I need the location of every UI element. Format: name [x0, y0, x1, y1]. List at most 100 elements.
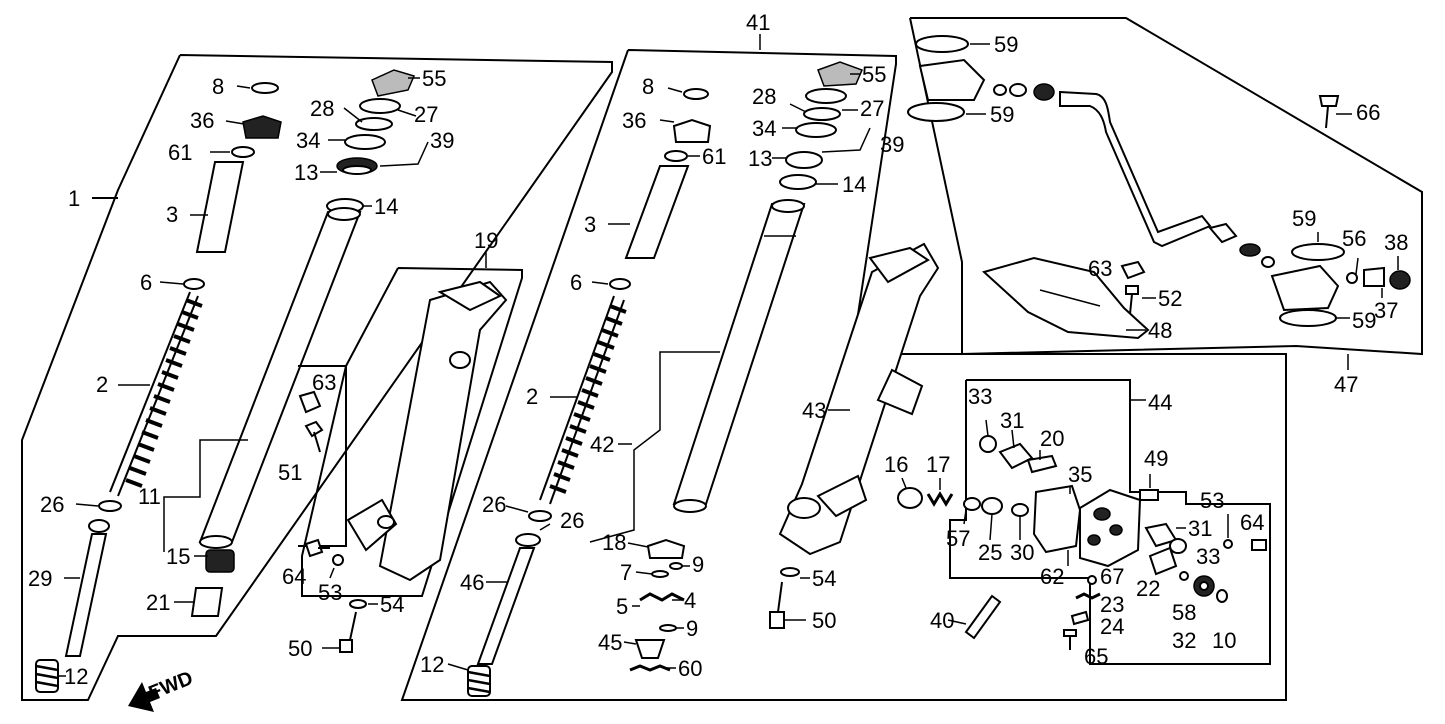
callout-8-r: 8: [642, 74, 654, 99]
callout-11: 11: [138, 484, 161, 509]
part-46-damper-rod: [476, 547, 536, 665]
part-22-plunger: [1148, 546, 1178, 576]
callout-23: 23: [1100, 592, 1124, 617]
callout-53: 53: [318, 580, 342, 605]
callout-9-2: 9: [686, 616, 698, 641]
callout-1: 1: [68, 186, 80, 211]
part-64-bolt-r: [1251, 539, 1267, 551]
part-26-bushing-r1: [528, 510, 552, 522]
part-44-valve-body: [1079, 488, 1142, 568]
callout-14: 14: [374, 194, 398, 219]
callout-37: 37: [1374, 298, 1398, 323]
callout-47: 47: [1334, 372, 1358, 397]
callout-59-3: 59: [1292, 206, 1316, 231]
valve-boundary: [949, 379, 1271, 665]
part-63-cap: [298, 390, 322, 414]
callout-3-r: 3: [584, 212, 596, 237]
callout-13: 13: [294, 160, 318, 185]
part-13-oil-seal-r: [785, 151, 823, 169]
callout-28-r: 28: [752, 84, 776, 109]
callout-9: 9: [692, 552, 704, 577]
callout-4: 4: [684, 588, 696, 613]
callout-19: 19: [474, 228, 498, 253]
oil-pipe: [1059, 90, 1212, 248]
part-61-oring: [231, 146, 255, 158]
callout-46: 46: [460, 570, 484, 595]
callout-29: 29: [28, 566, 52, 591]
part-25-seat: [981, 497, 1003, 515]
part-26-bushing-r2: [515, 533, 541, 547]
part-33-ring: [979, 435, 997, 453]
callout-35: 35: [1068, 462, 1092, 487]
callout-50-r: 50: [812, 608, 836, 633]
part-4-spring: [639, 592, 685, 602]
callout-50: 50: [288, 636, 312, 661]
callout-38: 38: [1384, 230, 1408, 255]
part-3-spacer: [195, 161, 245, 253]
callout-63: 63: [312, 370, 336, 395]
part-16-cap: [897, 487, 923, 509]
part-53-ball: [332, 554, 344, 566]
oil-line-boundary: [909, 17, 1423, 356]
part-upper-joint: [918, 58, 986, 101]
callout-14-r: 14: [842, 172, 866, 197]
part-12-rebound-spring: [35, 659, 59, 693]
callout-24: 24: [1100, 614, 1124, 639]
part-58-ball: [1179, 571, 1189, 581]
callout-labels: 1 8 36 61 3 6 2 26 29 12 55 28 27 34 39 …: [28, 10, 1408, 689]
part-61-oring-r: [664, 150, 688, 162]
part-55-cap-r: [817, 61, 864, 87]
part-60-spring: [629, 664, 671, 672]
part-62-gasket: [1032, 484, 1082, 554]
part-2-spring-r: [539, 295, 627, 505]
callout-64: 64: [282, 564, 306, 589]
part-43-fork-slider: [778, 242, 940, 556]
callout-26-r2: 26: [560, 508, 584, 533]
callout-20: 20: [1040, 426, 1064, 451]
part-30-washer: [1011, 503, 1029, 517]
part-34-ring: [344, 134, 386, 150]
callout-52: 52: [1158, 286, 1182, 311]
part-27-washer: [359, 98, 401, 114]
part-15-stopper: [205, 549, 235, 573]
callout-21: 21: [146, 590, 170, 615]
part-50-bolt: [339, 639, 353, 653]
part-48-cover: [981, 256, 1150, 340]
part-29-damper-rod: [64, 533, 108, 657]
callout-54: 54: [380, 592, 404, 617]
callout-31: 31: [1000, 408, 1024, 433]
callout-33-r: 33: [1196, 544, 1220, 569]
callout-59-1: 59: [994, 32, 1018, 57]
part-23-spring: [1075, 592, 1101, 600]
callout-2: 2: [96, 372, 108, 397]
part-11-fork-tube: [198, 207, 362, 549]
callout-67: 67: [1100, 564, 1124, 589]
part-nut: [1033, 83, 1055, 101]
part-53-ball-r: [1223, 539, 1233, 549]
slider-19-boundary: [301, 267, 523, 597]
callout-54-r: 54: [812, 566, 836, 591]
part-50-bolt-r: [769, 611, 785, 629]
callout-8: 8: [212, 74, 224, 99]
callout-63-r: 63: [1088, 256, 1112, 281]
part-3-spacer-r: [624, 165, 690, 259]
callout-53-r: 53: [1200, 488, 1224, 513]
callout-36: 36: [190, 108, 214, 133]
callout-44: 44: [1148, 390, 1172, 415]
part-34-ring-r: [795, 122, 837, 138]
part-12-rebound-spring-r: [467, 665, 491, 697]
part-59-ring-4: [1279, 309, 1337, 327]
part-28-retainer: [355, 117, 393, 131]
part-lower-joint: [1270, 264, 1340, 312]
callout-43: 43: [802, 398, 826, 423]
left-fork-boundary: [21, 54, 613, 701]
part-10-ring: [1216, 589, 1228, 603]
part-52-screw: [1125, 285, 1139, 295]
callout-61-r: 61: [702, 144, 726, 169]
part-37-bolt: [1363, 266, 1385, 287]
part-55-cap: [371, 69, 416, 97]
part-59-ring-1: [915, 35, 969, 53]
part-28-retainer-r: [803, 107, 841, 121]
callout-12-r: 12: [420, 652, 444, 677]
